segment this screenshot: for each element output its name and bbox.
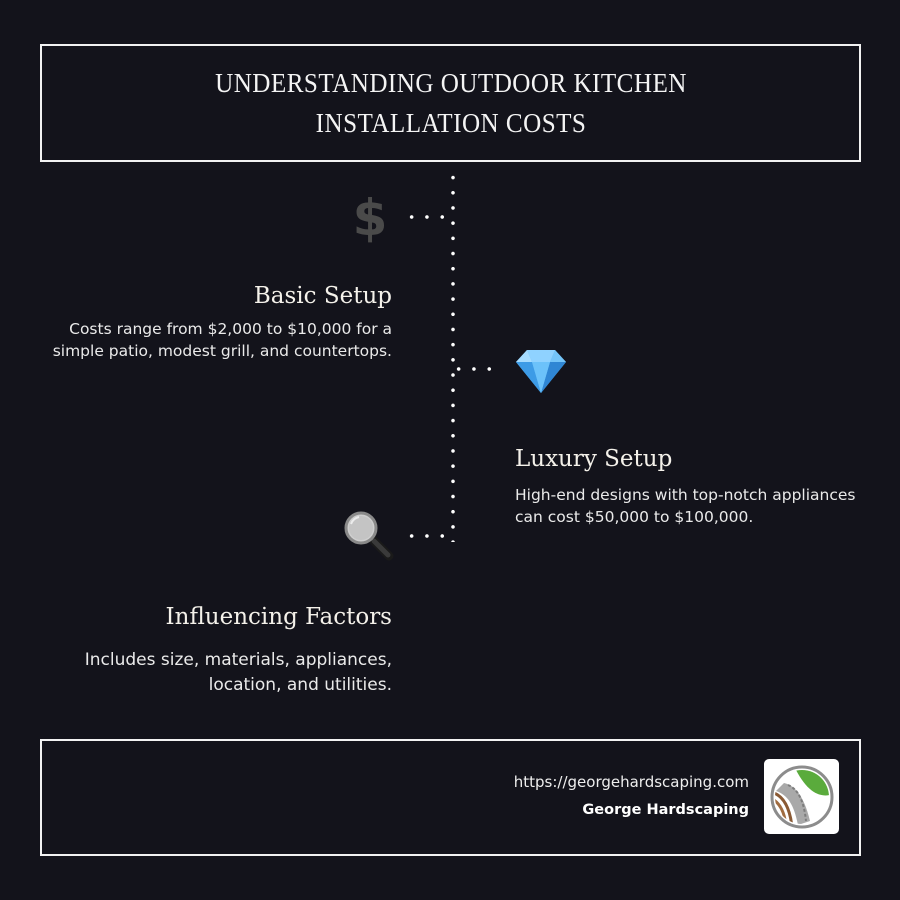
footer-banner: https://georgehardscaping.com George Har…	[40, 739, 861, 856]
dollar-sign-icon: $	[352, 189, 388, 247]
timeline-vertical-dotted-line	[451, 170, 455, 542]
page-title: UNDERSTANDING OUTDOOR KITCHEN INSTALLATI…	[214, 68, 687, 138]
connector-basic-setup	[404, 215, 454, 219]
luxury-setup-description: High-end designs with top-notch applianc…	[515, 486, 856, 526]
magnifying-glass-icon	[342, 510, 396, 562]
gem-icon	[514, 347, 568, 395]
basic-setup-description: Costs range from $2,000 to $10,000 for a…	[52, 320, 392, 360]
company-logo	[764, 759, 839, 834]
title-banner: UNDERSTANDING OUTDOOR KITCHEN INSTALLATI…	[40, 44, 861, 162]
connector-influencing-factors	[404, 534, 454, 538]
luxury-setup-heading: Luxury Setup	[515, 446, 673, 472]
brand-name: George Hardscaping	[582, 802, 749, 818]
george-hardscaping-logo-icon	[770, 765, 833, 828]
influencing-factors-description: Includes size, materials, appliances, lo…	[84, 650, 392, 695]
connector-luxury-setup	[451, 367, 501, 371]
website-link[interactable]: https://georgehardscaping.com	[513, 773, 749, 791]
influencing-factors-heading: Influencing Factors	[165, 604, 392, 630]
basic-setup-heading: Basic Setup	[253, 283, 392, 309]
